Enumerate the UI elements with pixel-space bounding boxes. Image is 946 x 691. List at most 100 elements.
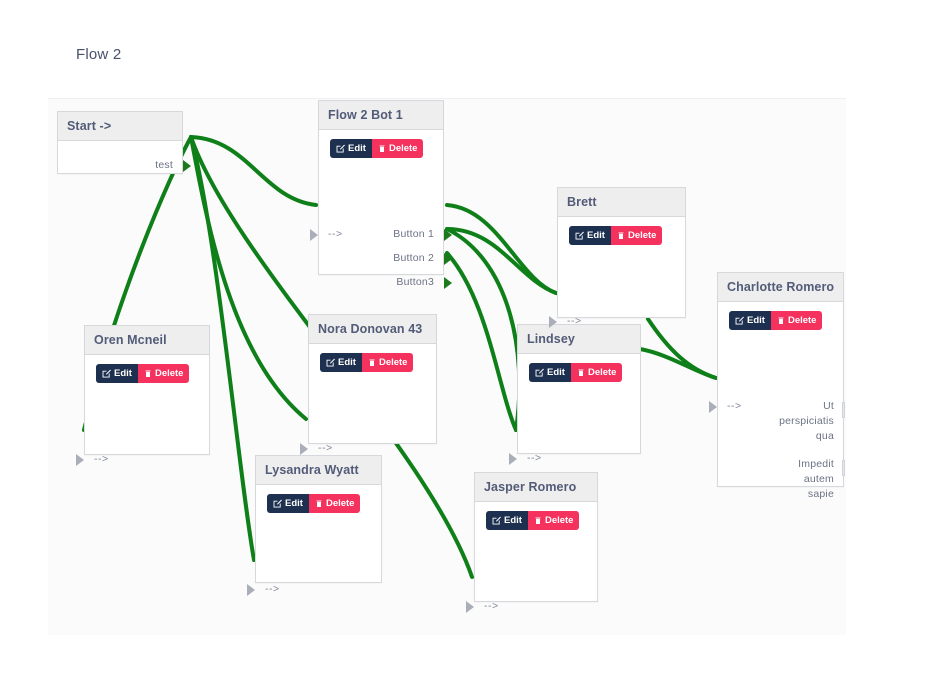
edit-button[interactable]: Edit bbox=[569, 226, 611, 245]
input-port-marker[interactable] bbox=[310, 229, 318, 241]
output-port-stub[interactable] bbox=[842, 460, 845, 476]
node-title: Nora Donovan 43 bbox=[318, 322, 423, 336]
delete-button-label: Delete bbox=[787, 314, 817, 326]
flow-edge bbox=[445, 227, 522, 432]
delete-button[interactable]: Delete bbox=[610, 226, 663, 245]
node-header[interactable]: Oren Mcneil bbox=[85, 326, 209, 355]
edit-button[interactable]: Edit bbox=[267, 494, 309, 513]
trash-icon bbox=[535, 517, 541, 524]
flow-node-start[interactable]: Start -> test bbox=[57, 111, 191, 174]
node-title: Start -> bbox=[67, 119, 112, 133]
input-port-label: --> bbox=[727, 400, 742, 412]
input-port-marker[interactable] bbox=[247, 584, 255, 596]
input-port-label: --> bbox=[265, 583, 280, 595]
node-header[interactable]: Start -> bbox=[58, 112, 182, 141]
output-port-label[interactable]: test bbox=[155, 159, 173, 171]
flow-node-flow2bot1[interactable]: Flow 2 Bot 1 Edit Delete --> Button 1 Button … bbox=[310, 100, 452, 289]
trash-icon bbox=[618, 232, 624, 239]
edit-button-label: Edit bbox=[547, 366, 565, 378]
input-port-marker[interactable] bbox=[76, 454, 84, 466]
input-port-label: --> bbox=[527, 452, 542, 464]
node-header[interactable]: Flow 2 Bot 1 bbox=[319, 101, 443, 130]
edit-button-label: Edit bbox=[587, 229, 605, 241]
node-header[interactable]: Jasper Romero bbox=[475, 473, 597, 502]
output-port-marker[interactable] bbox=[444, 229, 452, 241]
node-title: Brett bbox=[567, 195, 597, 209]
delete-button[interactable]: Delete bbox=[770, 311, 823, 330]
delete-button-label: Delete bbox=[627, 229, 657, 241]
output-port-marker[interactable] bbox=[444, 253, 452, 265]
delete-button-label: Delete bbox=[587, 366, 617, 378]
flow-edge bbox=[445, 203, 558, 295]
node-header[interactable]: Brett bbox=[558, 188, 685, 217]
delete-button-label: Delete bbox=[325, 497, 355, 509]
delete-button[interactable]: Delete bbox=[137, 364, 190, 383]
node-header[interactable]: Lysandra Wyatt bbox=[256, 456, 381, 485]
node-action-buttons: Edit Delete bbox=[320, 353, 414, 372]
trash-icon bbox=[778, 317, 784, 324]
node-title: Oren Mcneil bbox=[94, 333, 167, 347]
node-action-buttons: Edit Delete bbox=[569, 226, 663, 245]
delete-button[interactable]: Delete bbox=[308, 494, 361, 513]
input-port-marker[interactable] bbox=[549, 316, 557, 328]
output-port-label[interactable]: Button3 bbox=[396, 276, 434, 288]
delete-button[interactable]: Delete bbox=[570, 363, 623, 382]
output-port-text-line: Ut bbox=[823, 400, 834, 412]
input-port-marker[interactable] bbox=[300, 443, 308, 455]
node-header[interactable]: Nora Donovan 43 bbox=[309, 315, 436, 344]
pencil-square-icon bbox=[273, 499, 282, 508]
edit-button[interactable]: Edit bbox=[320, 353, 362, 372]
output-port-marker[interactable] bbox=[444, 277, 452, 289]
node-title: Jasper Romero bbox=[484, 480, 577, 494]
node-body: Edit Delete --> Button 1 Button 2 Button3 bbox=[310, 130, 452, 289]
edit-button[interactable]: Edit bbox=[486, 511, 528, 530]
delete-button[interactable]: Delete bbox=[361, 353, 414, 372]
node-action-buttons: Edit Delete bbox=[267, 494, 361, 513]
edit-button[interactable]: Edit bbox=[330, 139, 372, 158]
node-title: Flow 2 Bot 1 bbox=[328, 108, 403, 122]
output-port-label[interactable]: Button 2 bbox=[393, 252, 434, 264]
input-port-marker[interactable] bbox=[709, 401, 717, 413]
trash-icon bbox=[369, 359, 375, 366]
output-port-label[interactable]: Button 1 bbox=[393, 228, 434, 240]
delete-button-label: Delete bbox=[378, 356, 408, 368]
delete-button-label: Delete bbox=[544, 514, 574, 526]
edit-button[interactable]: Edit bbox=[529, 363, 571, 382]
node-header[interactable]: Charlotte Romero bbox=[718, 273, 843, 302]
output-port-marker[interactable] bbox=[183, 160, 191, 172]
pencil-square-icon bbox=[102, 369, 111, 378]
edit-button[interactable]: Edit bbox=[729, 311, 771, 330]
delete-button[interactable]: Delete bbox=[527, 511, 580, 530]
edit-button-label: Edit bbox=[348, 142, 366, 154]
node-title: Lindsey bbox=[527, 332, 575, 346]
edit-button[interactable]: Edit bbox=[96, 364, 138, 383]
pencil-square-icon bbox=[336, 144, 345, 153]
node-header[interactable]: Lindsey bbox=[518, 325, 640, 354]
output-port-stub[interactable] bbox=[842, 402, 845, 418]
input-port-marker[interactable] bbox=[509, 453, 517, 465]
trash-icon bbox=[578, 369, 584, 376]
input-port-marker[interactable] bbox=[466, 601, 474, 613]
output-port-text-line: qua bbox=[815, 430, 834, 442]
node-action-buttons: Edit Delete bbox=[729, 311, 823, 330]
trash-icon bbox=[145, 370, 151, 377]
delete-button[interactable]: Delete bbox=[371, 139, 424, 158]
input-port-label: --> bbox=[328, 228, 343, 240]
node-body: Edit Delete --> bbox=[247, 485, 381, 596]
trash-icon bbox=[379, 145, 385, 152]
node-body: test bbox=[58, 141, 191, 173]
